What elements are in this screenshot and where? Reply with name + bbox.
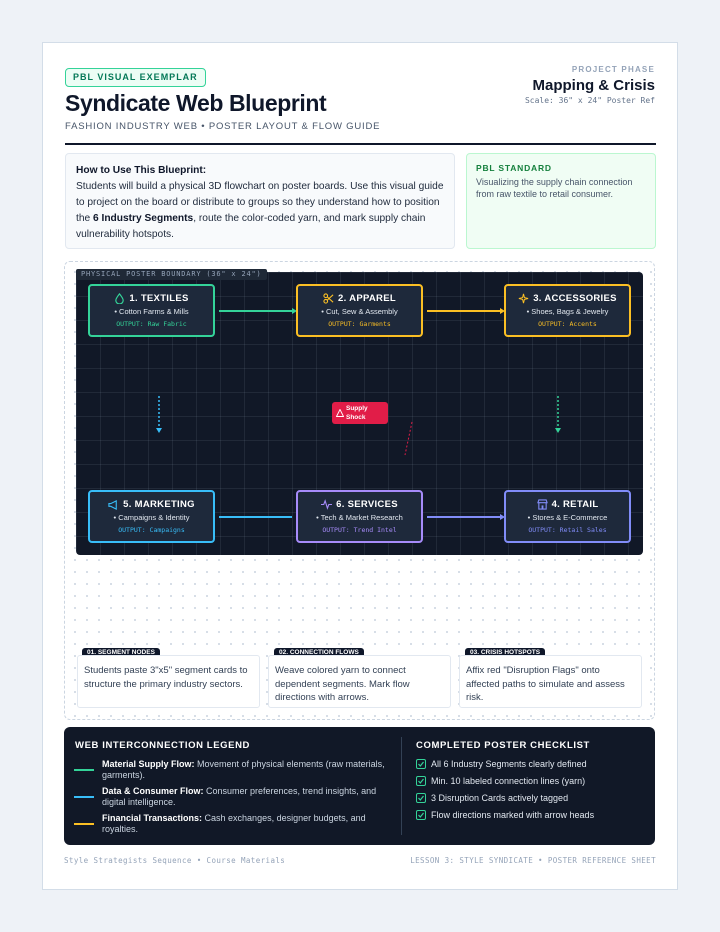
checklist-item: Flow directions marked with arrow heads	[416, 810, 594, 820]
node-output: OUTPUT: Raw Fabric	[116, 320, 187, 328]
node-output: OUTPUT: Retail Sales	[528, 526, 607, 534]
legend-item-text: Cash exchanges, designer budgets, and ro…	[102, 813, 366, 834]
arrow-head	[500, 308, 505, 314]
node-title: 4. RETAIL	[551, 499, 599, 510]
card-segment-nodes: Students paste 3"x5" segment cards to st…	[77, 655, 260, 708]
checkbox-checked-icon	[416, 810, 426, 820]
standard-text: Visualizing the supply chain connection …	[476, 177, 633, 199]
node-apparel: 2. APPAREL • Cut, Sew & Assembly OUTPUT:…	[296, 284, 423, 337]
checkbox-checked-icon	[416, 776, 426, 786]
standard-label: PBL STANDARD	[476, 163, 552, 173]
how-to-text-bold: 6 Industry Segments	[93, 213, 194, 224]
how-to-box: How to Use This Blueprint: Students will…	[65, 153, 455, 249]
footer-left: Style Strategists Sequence • Course Mate…	[64, 856, 286, 865]
node-output: OUTPUT: Trend Intel	[322, 526, 397, 534]
store-icon	[536, 499, 548, 510]
checkbox-checked-icon	[416, 759, 426, 769]
checklist-heading: COMPLETED POSTER CHECKLIST	[416, 740, 590, 751]
shock-link	[404, 421, 413, 456]
node-sub: • Cut, Sew & Assembly	[321, 307, 398, 316]
checklist-text: 3 Disruption Cards actively tagged	[431, 793, 569, 803]
node-output: OUTPUT: Campaigns	[118, 526, 185, 534]
drop-icon	[115, 293, 125, 304]
arrow-head	[292, 308, 297, 314]
footer-right: LESSON 3: STYLE SYNDICATE • POSTER REFER…	[410, 856, 656, 865]
arrow-head	[500, 514, 505, 520]
scissors-icon	[323, 293, 334, 304]
node-output: OUTPUT: Accents	[538, 320, 597, 328]
node-textiles: 1. TEXTILES • Cotton Farms & Mills OUTPU…	[88, 284, 215, 337]
node-title: 5. MARKETING	[123, 499, 195, 510]
legend-item-text: Consumer preferences, trend insights, an…	[102, 786, 377, 807]
node-marketing: 5. MARKETING • Campaigns & Identity OUTP…	[88, 490, 215, 543]
legend-divider	[401, 737, 402, 835]
checkbox-checked-icon	[416, 793, 426, 803]
header-divider	[65, 143, 656, 145]
legend-heading: WEB INTERCONNECTION LEGEND	[75, 740, 250, 751]
legend-line-data	[74, 796, 94, 798]
node-title: 2. APPAREL	[338, 293, 396, 304]
node-output: OUTPUT: Garments	[328, 320, 391, 328]
node-accessories: 3. ACCESSORIES • Shoes, Bags & Jewelry O…	[504, 284, 631, 337]
pbl-standard-box: PBL STANDARD Visualizing the supply chai…	[466, 153, 656, 249]
legend-item-label: Financial Transactions:	[102, 813, 203, 823]
page-title: Syndicate Web Blueprint	[65, 90, 327, 116]
shock-label: Supply Shock	[346, 405, 368, 421]
node-sub: • Campaigns & Identity	[113, 513, 190, 522]
node-services: 6. SERVICES • Tech & Market Research OUT…	[296, 490, 423, 543]
node-sub: • Tech & Market Research	[316, 513, 403, 522]
megaphone-icon	[108, 499, 117, 510]
checklist-text: All 6 Industry Segments clearly defined	[431, 759, 587, 769]
legend-line-financial	[74, 823, 94, 825]
legend-item-label: Material Supply Flow:	[102, 759, 195, 769]
node-title: 6. SERVICES	[336, 499, 398, 510]
pulse-icon	[321, 499, 333, 510]
node-sub: • Shoes, Bags & Jewelry	[526, 307, 609, 316]
sparkle-icon	[518, 293, 529, 304]
exemplar-badge: PBL VISUAL EXEMPLAR	[65, 68, 206, 87]
node-retail: 4. RETAIL • Stores & E-Commerce OUTPUT: …	[504, 490, 631, 543]
card-tag-crisis-hotspots: 03. CRISIS HOTSPOTS	[465, 648, 546, 658]
checklist-text: Flow directions marked with arrow heads	[431, 810, 595, 820]
node-title: 3. ACCESSORIES	[533, 293, 617, 304]
supply-shock-flag: Supply Shock	[332, 402, 388, 424]
legend-panel: WEB INTERCONNECTION LEGEND Material Supp…	[64, 727, 655, 845]
card-tag-segment-nodes: 01. SEGMENT NODES	[82, 648, 160, 658]
checklist-item: 3 Disruption Cards actively tagged	[416, 793, 568, 803]
poster-scale: Scale: 36" x 24" Poster Ref	[524, 96, 655, 105]
how-to-text-b: , route the color-coded yarn, and mark s…	[76, 213, 426, 240]
node-sub: • Cotton Farms & Mills	[114, 307, 189, 316]
phase-value: Mapping & Crisis	[532, 77, 655, 94]
how-to-heading: How to Use This Blueprint:	[76, 165, 207, 176]
card-connection-flows: Weave colored yarn to connect dependent …	[268, 655, 451, 708]
legend-item-label: Data & Consumer Flow:	[102, 786, 204, 796]
card-tag-connection-flows: 02. CONNECTION FLOWS	[274, 648, 364, 658]
legend-item-material: Material Supply Flow: Movement of physic…	[102, 759, 392, 781]
checklist-item: All 6 Industry Segments clearly defined	[416, 759, 587, 769]
legend-item-text: Movement of physical elements (raw mater…	[102, 759, 385, 780]
arrow-head	[555, 428, 561, 433]
legend-item-financial: Financial Transactions: Cash exchanges, …	[102, 813, 392, 835]
phase-label: PROJECT PHASE	[571, 65, 655, 74]
warning-icon	[336, 409, 344, 417]
project-phase: PROJECT PHASE Mapping & Crisis Scale: 36…	[525, 65, 655, 105]
arrow-head	[156, 428, 162, 433]
legend-line-material	[74, 769, 94, 771]
node-title: 1. TEXTILES	[129, 293, 189, 304]
legend-item-data: Data & Consumer Flow: Consumer preferenc…	[102, 786, 392, 808]
node-sub: • Stores & E-Commerce	[527, 513, 608, 522]
checklist-text: Min. 10 labeled connection lines (yarn)	[431, 776, 586, 786]
checklist-item: Min. 10 labeled connection lines (yarn)	[416, 776, 585, 786]
poster-boundary-tag: PHYSICAL POSTER BOUNDARY (36" x 24")	[76, 269, 267, 280]
how-to-text-a: Students will build a physical 3D flowch…	[76, 181, 444, 224]
card-crisis-hotspots: Affix red "Disruption Flags" onto affect…	[459, 655, 642, 708]
page-subtitle: FASHION INDUSTRY WEB • POSTER LAYOUT & F…	[65, 121, 381, 132]
